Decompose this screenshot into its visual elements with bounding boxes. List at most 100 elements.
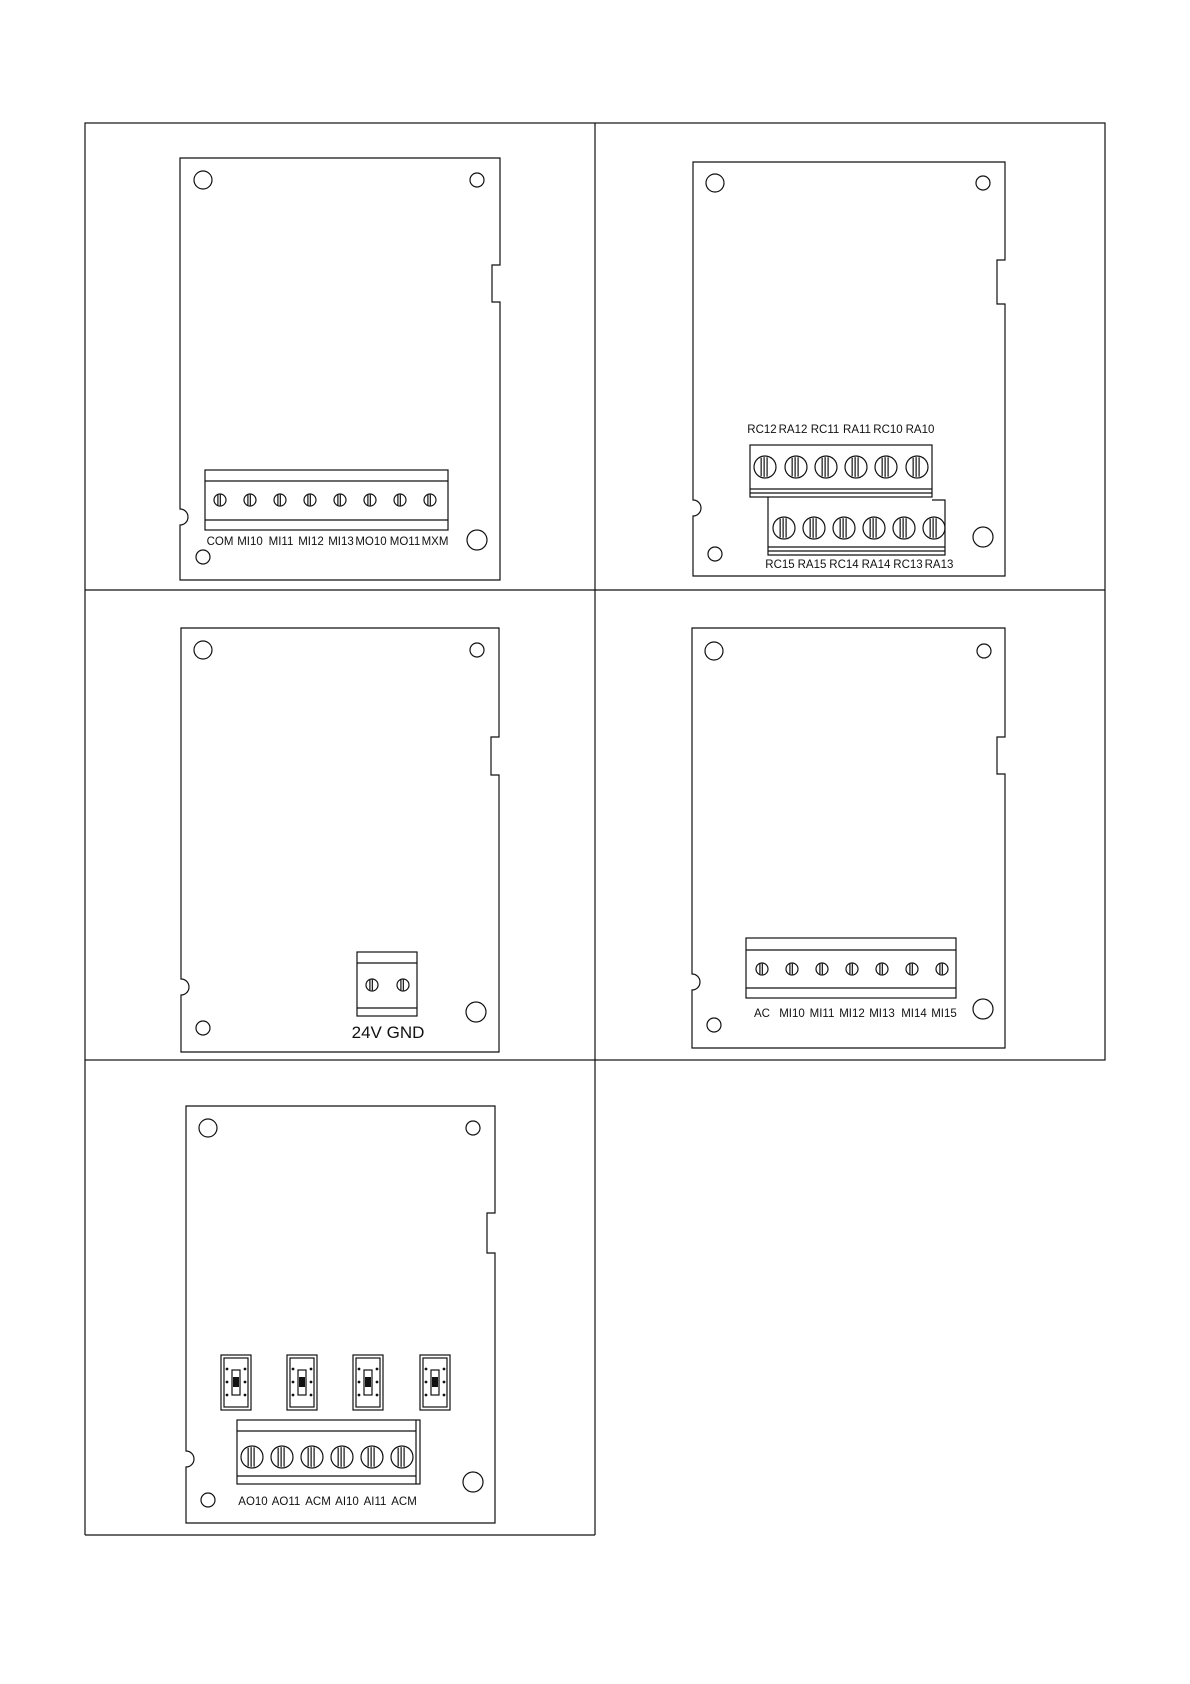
terminal-screw — [271, 1446, 293, 1468]
terminal-label: MO10 — [355, 536, 386, 548]
mount-hole — [976, 176, 990, 190]
dip-switch[interactable] — [221, 1355, 251, 1410]
terminal-label: MI11 — [810, 1008, 835, 1020]
mount-hole — [199, 1119, 217, 1137]
mount-hole — [707, 1018, 721, 1032]
terminal-label-24v-gnd: 24V GND — [352, 1023, 425, 1042]
terminal-screw — [754, 456, 776, 478]
terminal-screw — [304, 494, 316, 506]
terminal-label: ACM — [391, 1496, 417, 1508]
mount-hole — [977, 644, 991, 658]
terminal-screw — [364, 494, 376, 506]
terminal-screw — [301, 1446, 323, 1468]
terminal-screw — [785, 456, 807, 478]
mount-hole — [466, 1121, 480, 1135]
terminal-screw — [833, 517, 855, 539]
dip-switches — [221, 1355, 450, 1410]
terminal-label: AI10 — [335, 1496, 359, 1508]
terminal-screw — [845, 456, 867, 478]
terminal-block — [746, 938, 956, 998]
terminal-label: RA10 — [906, 424, 935, 436]
terminal-label: MO11 — [390, 536, 420, 548]
terminal-label: MI11 — [269, 536, 294, 548]
terminal-screw — [936, 963, 948, 975]
board-outline — [692, 628, 1005, 1048]
mount-hole — [705, 642, 723, 660]
mount-hole — [708, 547, 722, 561]
terminal-screws — [756, 963, 948, 975]
terminal-screw — [366, 979, 378, 991]
mount-hole — [466, 1002, 486, 1022]
terminal-screw — [906, 963, 918, 975]
terminal-screws — [366, 979, 409, 991]
terminal-screw — [816, 963, 828, 975]
dip-switch[interactable] — [420, 1355, 450, 1410]
terminal-screw — [394, 494, 406, 506]
terminal-labels: AC MI10 MI11 MI12 MI13 MI14 MI15 — [754, 1008, 957, 1020]
terminal-label: RA12 — [779, 424, 808, 436]
mount-hole — [463, 1472, 483, 1492]
terminal-label: MI13 — [869, 1008, 895, 1020]
terminal-label: RC12 — [747, 424, 776, 436]
terminal-label: RC13 — [893, 559, 922, 571]
terminal-screw — [274, 494, 286, 506]
mount-hole — [196, 1021, 210, 1035]
mount-hole — [973, 999, 993, 1019]
terminal-screws-upper — [754, 456, 928, 478]
terminal-screw — [893, 517, 915, 539]
terminal-screw — [361, 1446, 383, 1468]
terminal-screw — [756, 963, 768, 975]
terminal-label: RA15 — [798, 559, 827, 571]
terminal-screw — [397, 979, 409, 991]
terminal-screw — [331, 1446, 353, 1468]
frame-grid — [85, 123, 1105, 1535]
terminal-screw — [391, 1446, 413, 1468]
terminal-label: MI13 — [328, 536, 354, 548]
terminal-label: AI11 — [364, 1496, 387, 1508]
mount-hole — [470, 173, 484, 187]
terminal-label: MI15 — [931, 1008, 957, 1020]
terminal-screw — [214, 494, 226, 506]
mount-hole — [201, 1493, 215, 1507]
terminal-screws-lower — [773, 517, 945, 539]
terminal-screw — [923, 517, 945, 539]
terminal-label: MI12 — [298, 536, 324, 548]
terminal-screw — [906, 456, 928, 478]
terminal-label: MI10 — [779, 1008, 805, 1020]
terminal-screw — [786, 963, 798, 975]
mount-hole — [470, 643, 484, 657]
mount-hole — [194, 641, 212, 659]
terminal-block-upper — [750, 445, 932, 497]
terminal-screw — [876, 963, 888, 975]
terminal-label: MI14 — [901, 1008, 927, 1020]
board-outline — [181, 628, 499, 1052]
terminal-screw — [424, 494, 436, 506]
terminal-label: MI10 — [237, 536, 263, 548]
terminal-label: RA14 — [862, 559, 891, 571]
terminal-label: MI12 — [839, 1008, 865, 1020]
terminal-label: RC15 — [765, 559, 794, 571]
mount-hole — [467, 530, 487, 550]
terminal-block — [205, 470, 448, 530]
terminal-screw — [863, 517, 885, 539]
terminal-screw — [875, 456, 897, 478]
mount-hole — [196, 550, 210, 564]
terminal-label: AC — [754, 1008, 770, 1020]
terminal-screw — [803, 517, 825, 539]
board-power: 24V GND — [181, 628, 499, 1052]
terminal-label: COM — [207, 536, 234, 548]
mount-hole — [973, 527, 993, 547]
dip-switch[interactable] — [287, 1355, 317, 1410]
board-outline — [186, 1106, 495, 1523]
terminal-label: ACM — [305, 1496, 331, 1508]
mount-hole — [706, 174, 724, 192]
dip-switch[interactable] — [353, 1355, 383, 1410]
terminal-label: RC11 — [811, 424, 840, 436]
terminal-screw — [334, 494, 346, 506]
terminal-screw — [773, 517, 795, 539]
